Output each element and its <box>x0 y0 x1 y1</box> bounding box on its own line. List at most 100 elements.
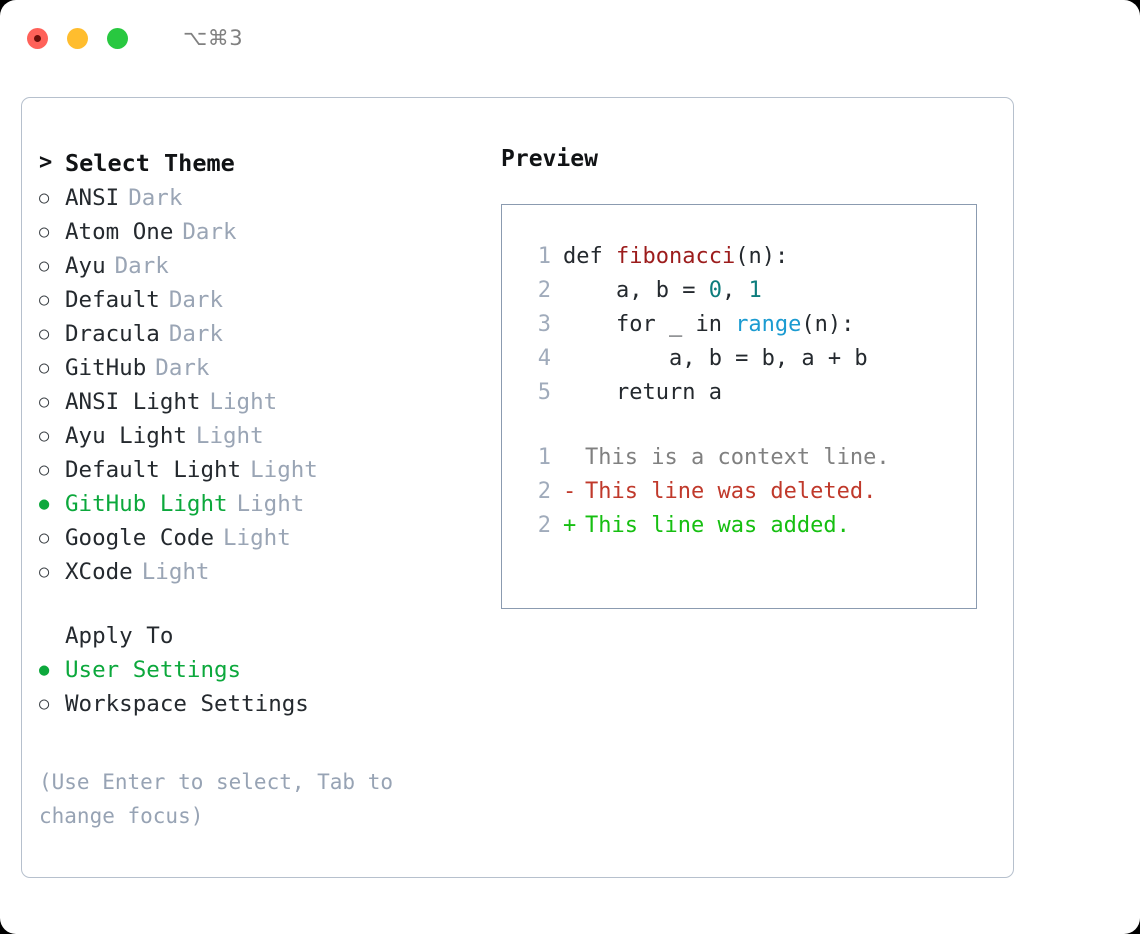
title-bar: ⌥⌘3 <box>0 0 1140 76</box>
theme-option-ansi-dark[interactable]: ○ ANSI Dark <box>39 181 489 215</box>
theme-option-github-dark[interactable]: ○ GitHub Dark <box>39 351 489 385</box>
code-token: (n): <box>735 243 789 269</box>
theme-variant: Light <box>236 491 305 517</box>
code-token: a, b = <box>563 277 709 303</box>
preview-gap <box>522 409 976 440</box>
preview-box: 1 def fibonacci (n): 2 a, b = 0 , 1 3 fo… <box>501 204 977 609</box>
theme-name: XCode <box>65 559 133 585</box>
radio-unselected-icon: ○ <box>39 187 50 208</box>
theme-variant: Dark <box>168 321 224 347</box>
theme-option-ayu-dark[interactable]: ○ Ayu Dark <box>39 249 489 283</box>
theme-variant: Light <box>195 423 264 449</box>
radio-unselected-icon: ○ <box>39 693 50 714</box>
theme-option-ansi-light[interactable]: ○ ANSI Light Light <box>39 385 489 419</box>
code-line: 3 for _ in range (n): <box>522 307 976 341</box>
apply-to-label: Workspace Settings <box>65 691 309 717</box>
line-number: 5 <box>537 379 551 405</box>
section-spacer <box>39 589 489 619</box>
keyboard-shortcut-label: ⌥⌘3 <box>183 26 244 50</box>
diff-line-added: 2 + This line was added. <box>522 508 976 542</box>
code-token: (n): <box>801 311 855 337</box>
theme-option-google-code-light[interactable]: ○ Google Code Light <box>39 521 489 555</box>
select-theme-header: > Select Theme <box>39 145 489 181</box>
radio-unselected-icon: ○ <box>39 425 50 446</box>
line-number: 4 <box>537 345 551 371</box>
code-line: 4 a, b = b, a + b <box>522 341 976 375</box>
theme-variant: Dark <box>128 185 183 211</box>
theme-name: ANSI <box>65 185 120 211</box>
radio-unselected-icon: ○ <box>39 289 50 310</box>
theme-picker-column: > Select Theme ○ ANSI Dark ○ Atom One Da… <box>39 145 489 833</box>
theme-variant: Light <box>250 457 318 483</box>
radio-unselected-icon: ○ <box>39 323 50 344</box>
code-line: 1 def fibonacci (n): <box>522 239 976 273</box>
code-token: range <box>735 311 802 337</box>
diff-marker: + <box>563 512 577 538</box>
theme-option-github-light[interactable]: ● GitHub Light Light <box>39 487 489 521</box>
radio-selected-icon: ● <box>39 493 50 514</box>
diff-marker: - <box>563 478 577 504</box>
diff-text: This line was deleted. <box>585 478 877 504</box>
theme-variant: Light <box>141 559 210 585</box>
radio-unselected-icon: ○ <box>39 357 50 378</box>
theme-name: Google Code <box>65 525 215 551</box>
line-number: 1 <box>537 243 551 269</box>
diff-line-context: 1 This is a context line. <box>522 440 976 474</box>
radio-unselected-icon: ○ <box>39 459 50 480</box>
close-window-button[interactable] <box>27 27 48 49</box>
theme-name: ANSI Light <box>65 389 201 415</box>
line-number: 3 <box>537 311 551 337</box>
theme-name: Dracula <box>65 321 160 347</box>
traffic-lights <box>27 27 128 49</box>
radio-unselected-icon: ○ <box>39 527 50 548</box>
blank-marker: ○ <box>39 626 65 647</box>
hint-spacer <box>39 721 489 755</box>
theme-variant: Dark <box>168 287 224 313</box>
theme-name: Atom One <box>65 219 174 245</box>
theme-name: Ayu <box>65 253 106 279</box>
content-panel: > Select Theme ○ ANSI Dark ○ Atom One Da… <box>21 97 1014 878</box>
keyboard-hint-text: (Use Enter to select, Tab to change focu… <box>39 770 394 828</box>
theme-variant: Dark <box>114 253 169 279</box>
theme-name: Ayu Light <box>65 423 187 449</box>
preview-column: Preview 1 def fibonacci (n): 2 a, b = 0 … <box>501 145 996 609</box>
line-number: 2 <box>537 478 551 504</box>
code-token: for _ in <box>563 311 736 337</box>
theme-option-default-light[interactable]: ○ Default Light Light <box>39 453 489 487</box>
diff-text: This is a context line. <box>585 444 890 470</box>
radio-unselected-icon: ○ <box>39 255 50 276</box>
preview-title: Preview <box>501 146 598 172</box>
line-number: 1 <box>537 444 551 470</box>
theme-name: GitHub Light <box>65 491 228 517</box>
theme-name: GitHub <box>65 355 147 381</box>
line-number: 2 <box>537 512 551 538</box>
theme-option-ayu-light[interactable]: ○ Ayu Light Light <box>39 419 489 453</box>
code-token: , <box>721 277 749 303</box>
maximize-window-button[interactable] <box>107 27 128 49</box>
theme-option-atom-one-dark[interactable]: ○ Atom One Dark <box>39 215 489 249</box>
code-token: a, b = b, a + b <box>563 345 868 371</box>
theme-option-xcode-light[interactable]: ○ XCode Light <box>39 555 489 589</box>
diff-marker <box>563 445 585 470</box>
code-token: 0 <box>708 277 722 303</box>
theme-variant: Light <box>209 389 278 415</box>
apply-to-option-user-settings[interactable]: ● User Settings <box>39 653 489 687</box>
code-token: return a <box>563 379 722 405</box>
prompt-caret-icon: > <box>39 150 53 175</box>
minimize-window-button[interactable] <box>67 27 88 49</box>
code-token: fibonacci <box>615 243 736 269</box>
theme-variant: Dark <box>182 219 237 245</box>
radio-unselected-icon: ○ <box>39 221 50 242</box>
theme-option-dracula-dark[interactable]: ○ Dracula Dark <box>39 317 489 351</box>
theme-name: Default <box>65 287 160 313</box>
apply-to-title: Apply To <box>65 623 174 649</box>
theme-variant: Dark <box>155 355 210 381</box>
apply-to-label: User Settings <box>65 657 242 683</box>
theme-option-default-dark[interactable]: ○ Default Dark <box>39 283 489 317</box>
code-line: 5 return a <box>522 375 976 409</box>
apply-to-option-workspace-settings[interactable]: ○ Workspace Settings <box>39 687 489 721</box>
diff-line-deleted: 2 - This line was deleted. <box>522 474 976 508</box>
theme-name: Default Light <box>65 457 242 483</box>
apply-to-header: ○ Apply To <box>39 619 489 653</box>
